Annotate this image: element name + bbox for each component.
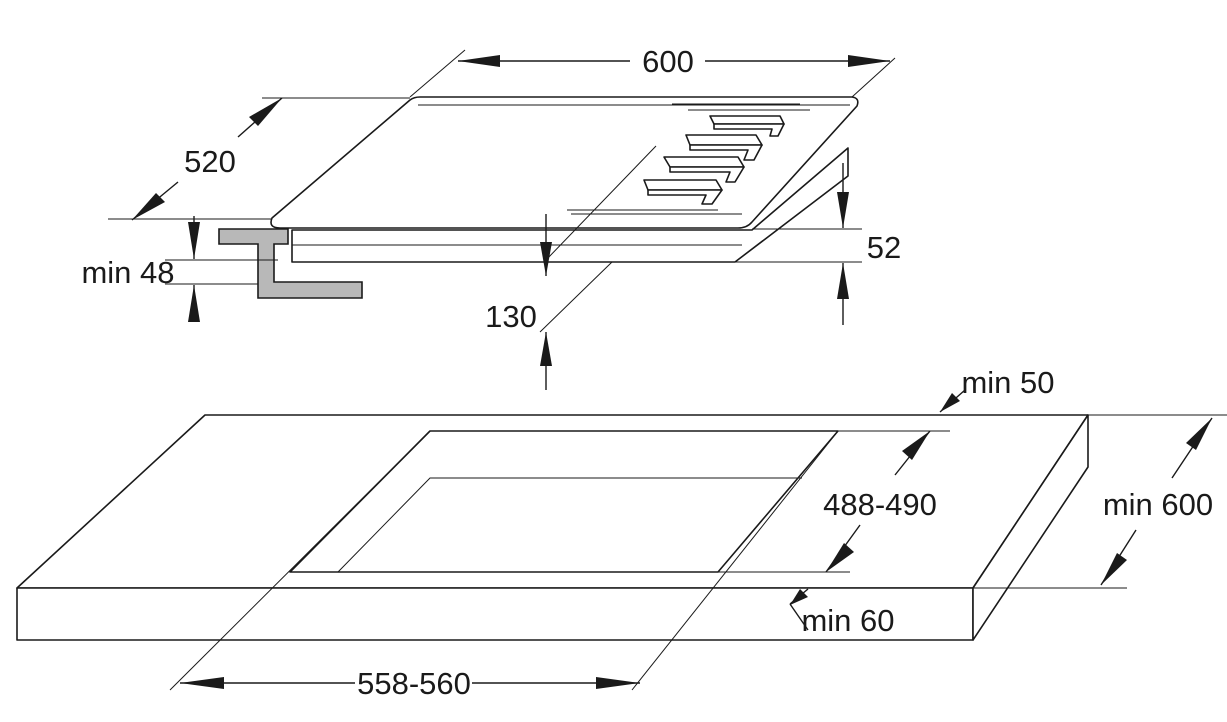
front-distance-label: min 60 — [801, 603, 894, 638]
cutout-depth-label: 488-490 — [823, 487, 937, 522]
worktop-depth-label: min 600 — [1103, 487, 1213, 522]
cutout-width-label: 558-560 — [357, 666, 471, 701]
dimension-hob-height: 52 — [735, 163, 901, 325]
worktop — [16, 414, 1089, 641]
back-distance-label: min 50 — [961, 365, 1054, 400]
control-knob — [709, 115, 785, 137]
worktop-side-face — [972, 414, 1089, 641]
control-knob — [663, 156, 745, 183]
dimension-hob-width: 600 — [409, 44, 896, 98]
dimension-front-distance: min 60 — [789, 588, 895, 638]
min-worktop-thickness-label: min 48 — [81, 255, 174, 290]
hob — [270, 96, 859, 263]
dimension-min-worktop-thickness: min 48 — [81, 216, 278, 322]
dimension-under-clearance: 130 — [485, 145, 657, 390]
worktop-section — [218, 228, 363, 299]
control-knob — [685, 134, 763, 161]
under-clearance-label: 130 — [485, 299, 537, 334]
dimension-back-distance: min 50 — [939, 365, 1055, 413]
dimension-cutout-width: 558-560 — [169, 430, 839, 701]
hob-height-label: 52 — [867, 230, 901, 265]
hob-base — [291, 147, 849, 263]
dimension-cutout-depth: 488-490 — [718, 430, 950, 573]
control-knob — [643, 179, 723, 205]
cutout-inner-wall — [337, 477, 802, 573]
hob-depth-label: 520 — [184, 144, 236, 179]
dimension-worktop-depth: min 600 — [973, 414, 1227, 589]
dimension-hob-depth: 520 — [108, 97, 410, 221]
hob-width-label: 600 — [642, 44, 694, 79]
